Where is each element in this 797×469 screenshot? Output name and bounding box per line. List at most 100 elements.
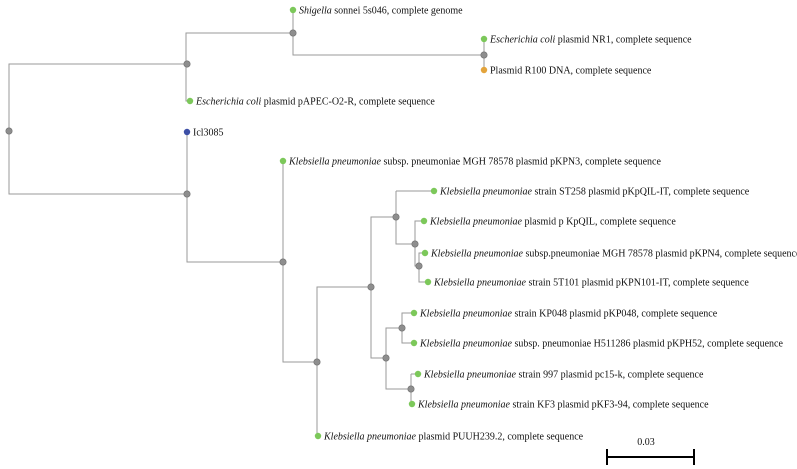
leaf-label: Klebsiella pneumoniae subsp.pneumoniae M… xyxy=(430,249,797,260)
leaf-tip xyxy=(410,339,418,347)
leaf-label-detail: plasmid pAPEC-O2-R, complete sequence xyxy=(261,97,435,108)
leaf-label-species: Klebsiella pneumoniae xyxy=(419,339,512,350)
leaf-label: Klebsiella pneumoniae strain 5T101 plasm… xyxy=(433,278,749,289)
leaf-tip xyxy=(186,97,194,105)
internal-node xyxy=(313,358,321,366)
leaf-tip xyxy=(424,278,432,286)
leaf-label-species: Escherichia coli xyxy=(195,97,261,108)
branch-root xyxy=(8,63,187,195)
leaf-label-detail: strain 5T101 plasmid pKPN101-IT, complet… xyxy=(526,278,749,289)
leaf-label: Klebsiella pneumoniae strain KP048 plasm… xyxy=(419,309,718,320)
internal-node xyxy=(407,385,415,393)
leaf-label-detail: plasmid NR1, complete sequence xyxy=(555,35,692,46)
leaf-label: Klebsiella pneumoniae strain ST258 plasm… xyxy=(439,187,750,198)
leaf-label: Klebsiella pneumoniae plasmid p KpQIL, c… xyxy=(429,217,676,228)
leaf-kpqil: Klebsiella pneumoniae plasmid p KpQIL, c… xyxy=(420,217,676,228)
leaf-label-species: Escherichia coli xyxy=(489,35,555,46)
leaf-label: Icl3085 xyxy=(193,128,224,139)
leaf-tip xyxy=(279,157,287,165)
branch-lower-clade xyxy=(186,132,283,263)
leaf-label-species: Klebsiella pneumoniae xyxy=(288,157,381,168)
leaf-tip xyxy=(420,217,428,225)
internal-node xyxy=(398,324,406,332)
internal-node xyxy=(5,127,13,135)
leaf-label-species: Klebsiella pneumoniae xyxy=(430,249,523,260)
leaf-shigella: Shigella sonnei 5s046, complete genome xyxy=(289,6,463,17)
leaf-label-species: Klebsiella pneumoniae xyxy=(429,217,522,228)
scale-bar: 0.03 xyxy=(606,437,695,465)
leaf-label-species: Klebsiella pneumoniae xyxy=(417,400,510,411)
leaf-kpn3: Klebsiella pneumoniae subsp. pneumoniae … xyxy=(279,157,661,168)
leaf-st258: Klebsiella pneumoniae strain ST258 plasm… xyxy=(430,187,750,198)
internal-node xyxy=(392,213,400,221)
leaf-tip xyxy=(414,370,422,378)
leaf-tip xyxy=(480,35,488,43)
branch-major-klebsiella xyxy=(370,216,396,359)
branch-upper-clade xyxy=(185,32,293,102)
branch-puuh-node xyxy=(316,286,371,436)
leaf-label-species: Klebsiella pneumoniae xyxy=(419,309,512,320)
scale-bar-label: 0.03 xyxy=(637,437,655,448)
internal-node xyxy=(411,240,419,248)
leaf-label: Shigella sonnei 5s046, complete genome xyxy=(299,6,463,17)
branch-st258-node xyxy=(395,191,415,245)
internal-node xyxy=(279,258,287,266)
leaf-label-detail: Plasmid R100 DNA, complete sequence xyxy=(490,66,652,77)
leaf-label: Klebsiella pneumoniae strain 997 plasmid… xyxy=(423,370,704,381)
leaf-label: Plasmid R100 DNA, complete sequence xyxy=(490,66,652,77)
leaf-tip xyxy=(480,66,488,74)
leaf-label-detail: subsp. pneumoniae MGH 78578 plasmid pKPN… xyxy=(381,157,662,168)
leaf-label-species: Klebsiella pneumoniae xyxy=(439,187,532,198)
leaf-label-detail: strain 997 plasmid pc15-k, complete sequ… xyxy=(516,370,704,381)
leaf-label-detail: Icl3085 xyxy=(193,128,224,139)
leaf-ecoli-nr1: Escherichia coli plasmid NR1, complete s… xyxy=(480,35,692,46)
leaf-tip xyxy=(183,128,191,136)
leaf-tip xyxy=(410,309,418,317)
branch-kpn3-node xyxy=(282,161,317,363)
leaf-tip xyxy=(314,432,322,440)
leaf-puuh: Klebsiella pneumoniae plasmid PUUH239.2,… xyxy=(314,432,584,443)
leaf-label-detail: subsp.pneumoniae MGH 78578 plasmid pKPN4… xyxy=(523,249,797,260)
leaf-tip xyxy=(430,187,438,195)
leaf-label-species: Klebsiella pneumoniae xyxy=(323,432,416,443)
leaf-label-detail: strain ST258 plasmid pKpQIL-IT, complete… xyxy=(532,187,750,198)
branch-shigella-node xyxy=(292,10,484,56)
tree-leaves: Shigella sonnei 5s046, complete genomeEs… xyxy=(183,6,797,443)
leaf-label-detail: sonnei 5s046, complete genome xyxy=(332,6,463,17)
leaf-kp048: Klebsiella pneumoniae strain KP048 plasm… xyxy=(410,309,718,320)
leaf-ecoli-papec: Escherichia coli plasmid pAPEC-O2-R, com… xyxy=(186,97,435,108)
leaf-label-detail: plasmid PUUH239.2, complete sequence xyxy=(416,432,584,443)
branch-lower-subclade xyxy=(385,327,411,390)
leaf-label: Escherichia coli plasmid NR1, complete s… xyxy=(489,35,692,46)
leaf-5t101: Klebsiella pneumoniae strain 5T101 plasm… xyxy=(424,278,749,289)
internal-node xyxy=(480,51,488,59)
leaf-label-detail: strain KF3 plasmid pKF3-94, complete seq… xyxy=(510,400,709,411)
leaf-tip xyxy=(289,6,297,14)
leaf-kpn4: Klebsiella pneumoniae subsp.pneumoniae M… xyxy=(421,249,797,260)
internal-node xyxy=(289,29,297,37)
internal-node xyxy=(183,60,191,68)
leaf-label: Klebsiella pneumoniae subsp. pneumoniae … xyxy=(288,157,661,168)
internal-node xyxy=(382,354,390,362)
leaf-label-species: Klebsiella pneumoniae xyxy=(423,370,516,381)
leaf-icl3085: Icl3085 xyxy=(183,128,224,139)
tree-internal-nodes xyxy=(5,29,488,393)
leaf-tip xyxy=(408,400,416,408)
leaf-label-detail: subsp. pneumoniae H511286 plasmid pKPH52… xyxy=(512,339,784,350)
leaf-label: Klebsiella pneumoniae plasmid PUUH239.2,… xyxy=(323,432,584,443)
internal-node xyxy=(415,262,423,270)
leaf-label-detail: strain KP048 plasmid pKP048, complete se… xyxy=(512,309,718,320)
leaf-label: Klebsiella pneumoniae subsp. pneumoniae … xyxy=(419,339,783,350)
internal-node xyxy=(183,190,191,198)
leaf-kf3: Klebsiella pneumoniae strain KF3 plasmid… xyxy=(408,400,709,411)
leaf-label-detail: plasmid p KpQIL, complete sequence xyxy=(522,217,676,228)
leaf-tip xyxy=(421,249,429,257)
internal-node xyxy=(367,283,375,291)
leaf-997: Klebsiella pneumoniae strain 997 plasmid… xyxy=(414,370,704,381)
leaf-r100: Plasmid R100 DNA, complete sequence xyxy=(480,66,652,77)
leaf-label-species: Shigella xyxy=(299,6,332,17)
leaf-h511286: Klebsiella pneumoniae subsp. pneumoniae … xyxy=(410,339,783,350)
leaf-label-species: Klebsiella pneumoniae xyxy=(433,278,526,289)
tree-branches xyxy=(8,10,485,437)
